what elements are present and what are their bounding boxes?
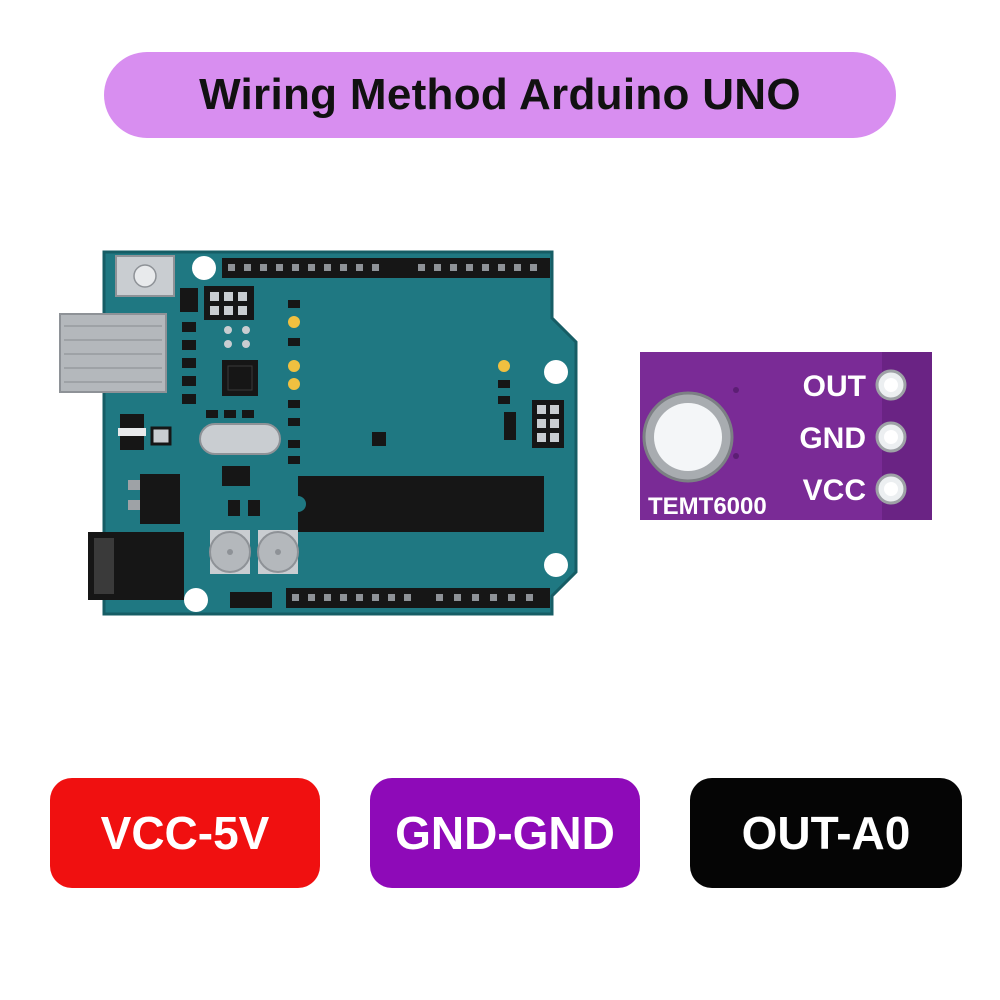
header-pin-hole	[498, 264, 505, 271]
header-pin-hole	[308, 264, 315, 271]
header-pin-hole	[244, 264, 251, 271]
icsp-header-top	[204, 286, 254, 320]
digital-pin-header	[222, 258, 550, 278]
usb-connector	[59, 313, 167, 393]
atmega-microcontroller	[298, 476, 544, 532]
pin-label-gnd: GND	[799, 422, 866, 455]
header-pin-hole	[340, 594, 347, 601]
power-jack	[88, 532, 184, 600]
header-pin-hole	[228, 264, 235, 271]
header-pin-hole	[292, 264, 299, 271]
temt6000-sensor-board: OUT GND VCC TEMT6000	[640, 352, 932, 520]
pin-label-out: OUT	[803, 370, 866, 403]
arduino-uno-board	[59, 250, 578, 616]
connection-label-vcc: VCC-5V	[100, 807, 270, 859]
connection-badge-vcc: VCC-5V	[50, 778, 320, 888]
header-pin-hole	[514, 264, 521, 271]
header-pin-hole	[490, 594, 497, 601]
header-pin-hole	[434, 264, 441, 271]
connection-badge-out: OUT-A0	[690, 778, 962, 888]
capacitors	[209, 530, 299, 574]
header-pin-hole	[404, 594, 411, 601]
header-pin-hole	[356, 594, 363, 601]
page-title: Wiring Method Arduino UNO	[199, 70, 801, 119]
light-sensor-element	[642, 391, 734, 483]
header-pin-hole	[436, 594, 443, 601]
header-pin-hole	[324, 264, 331, 271]
icsp-header-right	[532, 400, 564, 448]
header-pin-hole	[292, 594, 299, 601]
header-pin-hole	[356, 264, 363, 271]
header-pin-hole	[472, 594, 479, 601]
analog-pin-header	[286, 588, 550, 608]
connection-label-gnd: GND-GND	[395, 807, 615, 859]
connection-label-out: OUT-A0	[741, 807, 911, 859]
voltage-regulator	[128, 474, 180, 524]
sensor-pin-pads	[875, 369, 907, 505]
header-pin-hole	[508, 594, 515, 601]
header-pin-hole	[450, 264, 457, 271]
pin-label-vcc: VCC	[803, 474, 866, 507]
header-pin-hole	[340, 264, 347, 271]
header-pin-hole	[466, 264, 473, 271]
header-pin-hole	[308, 594, 315, 601]
usb-controller-chip	[222, 360, 258, 396]
connection-badge-gnd: GND-GND	[370, 778, 640, 888]
header-pin-hole	[372, 264, 379, 271]
header-pin-hole	[530, 264, 537, 271]
header-pin-hole	[454, 594, 461, 601]
header-pin-hole	[260, 264, 267, 271]
header-pin-hole	[372, 594, 379, 601]
header-pin-hole	[276, 264, 283, 271]
header-pin-hole	[324, 594, 331, 601]
sensor-model-label: TEMT6000	[648, 493, 767, 520]
header-pin-hole	[526, 594, 533, 601]
reset-button	[115, 255, 175, 297]
header-pin-hole	[418, 264, 425, 271]
header-pin-hole	[388, 594, 395, 601]
title-banner: Wiring Method Arduino UNO	[104, 52, 896, 138]
header-pin-hole	[482, 264, 489, 271]
crystal-oscillator	[199, 423, 281, 455]
